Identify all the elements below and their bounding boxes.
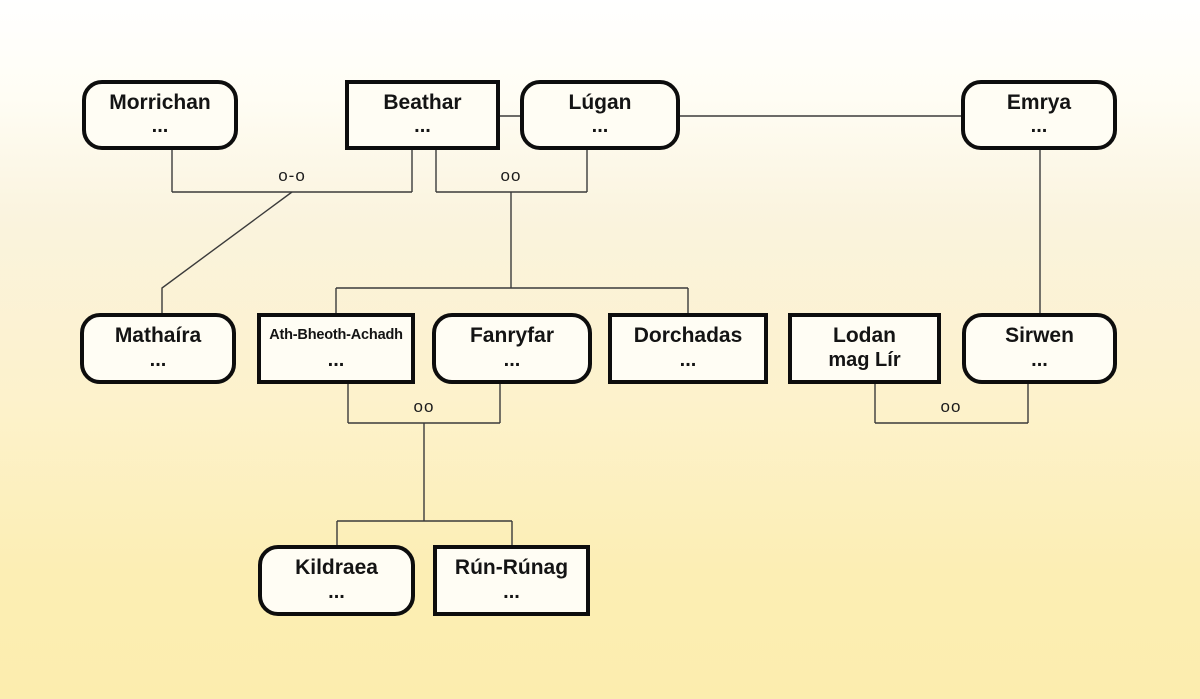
person-kildraea: Kildraea ...	[258, 545, 415, 616]
person-lodan-mag-lir: Lodan mag Lír	[788, 313, 941, 384]
line-child-mathaira	[161, 191, 293, 313]
person-name: Mathaíra	[114, 324, 202, 347]
person-mathaira: Mathaíra ...	[80, 313, 236, 384]
union-label-beathar-lugan: oo	[500, 166, 522, 185]
person-detail: ...	[503, 349, 521, 371]
person-detail: ...	[328, 581, 345, 603]
person-morrichan: Morrichan ...	[82, 80, 238, 150]
person-name: Ath-Bheoth-Achadh	[269, 327, 403, 343]
union-label-ath-fanryfar: oo	[413, 397, 435, 416]
person-detail: ...	[151, 115, 169, 137]
person-ath-bheoth-achadh: Ath-Bheoth-Achadh ...	[257, 313, 415, 384]
person-sirwen: Sirwen ...	[962, 313, 1117, 384]
person-detail: ...	[503, 581, 520, 603]
person-detail: ...	[414, 115, 431, 137]
person-dorchadas: Dorchadas ...	[608, 313, 768, 384]
person-detail: ...	[1030, 115, 1048, 137]
person-detail: ...	[679, 349, 697, 371]
person-emrya: Emrya ...	[961, 80, 1117, 150]
person-name: Beathar	[383, 91, 462, 114]
person-name: Dorchadas	[633, 324, 743, 347]
person-detail: ...	[327, 349, 345, 371]
person-detail: ...	[1031, 349, 1048, 371]
person-name: Rún-Rúnag	[454, 556, 569, 579]
person-name: Sirwen	[1005, 324, 1074, 347]
person-name: Kildraea	[295, 556, 378, 579]
person-fanryfar: Fanryfar ...	[432, 313, 592, 384]
person-name: Emrya	[1006, 91, 1072, 114]
person-name: Morrichan	[109, 91, 211, 114]
person-name: Fanryfar	[469, 324, 555, 347]
person-detail: ...	[591, 115, 609, 137]
union-label-lodan-sirwen: oo	[940, 397, 962, 416]
person-run-runag: Rún-Rúnag ...	[433, 545, 590, 616]
person-beathar: Beathar ...	[345, 80, 500, 150]
person-lugan: Lúgan ...	[520, 80, 680, 150]
person-detail: mag Lír	[828, 349, 901, 371]
union-label-morrichan-beathar: o-o	[278, 166, 306, 185]
person-detail: ...	[149, 349, 167, 371]
person-name: Lúgan	[568, 91, 632, 114]
person-name: Lodan	[833, 324, 896, 347]
